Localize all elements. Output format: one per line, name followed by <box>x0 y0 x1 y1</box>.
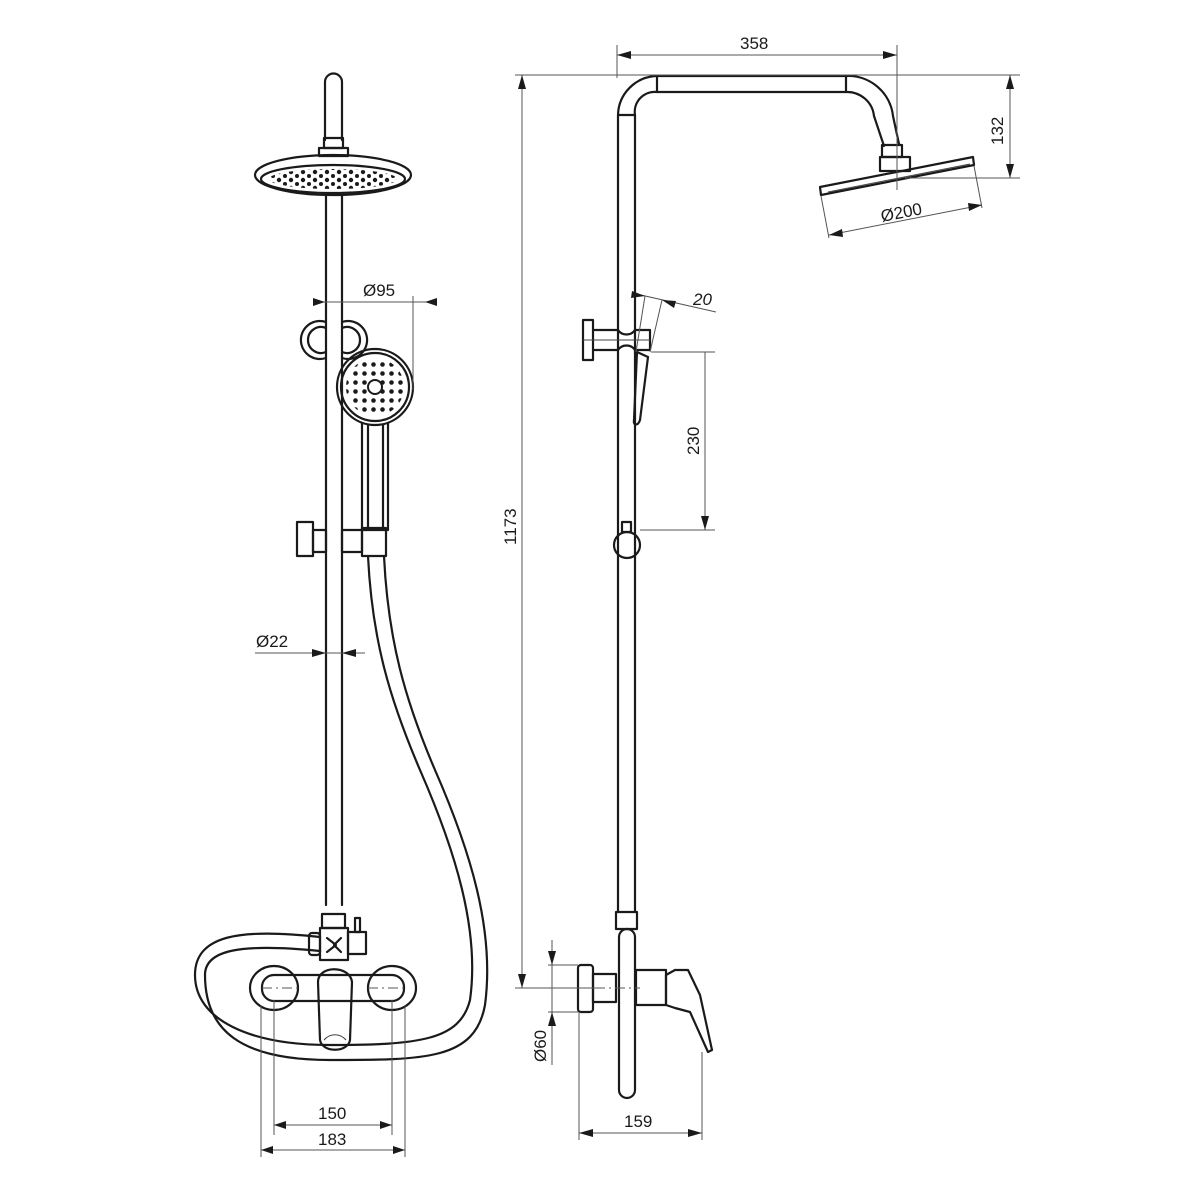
dim-wall-projection: 159 <box>578 1012 703 1140</box>
rail-top-cap <box>317 72 350 158</box>
slider-knob-side <box>612 520 642 560</box>
mixer-front <box>248 964 418 1051</box>
label-total-height: 1173 <box>501 508 520 545</box>
dim-head-drop: 132 <box>520 74 1020 179</box>
label-holder-angle: 20 <box>692 290 712 309</box>
label-hand-shower-diameter: Ø95 <box>363 281 395 300</box>
label-rail-diameter: Ø22 <box>256 632 288 651</box>
label-wall-projection: 159 <box>624 1112 652 1131</box>
holder-side <box>581 318 652 426</box>
label-head-drop: 132 <box>988 117 1007 145</box>
overhead-shower-head-front <box>253 153 413 197</box>
upper-holder-ring <box>299 319 369 361</box>
dim-head-diameter: Ø200 <box>820 165 983 239</box>
label-inner-spacing: 150 <box>318 1104 346 1123</box>
dim-mixer-spacing: 150 183 <box>260 1000 406 1157</box>
diverter-front <box>307 912 368 962</box>
shower-arm-side <box>616 74 912 914</box>
dim-total-height: 1173 <box>501 74 600 989</box>
dim-hand-shower-diameter: Ø95 <box>313 281 437 390</box>
dim-slide-range: 230 <box>640 351 715 531</box>
front-view: Ø95 Ø22 150 183 <box>193 72 489 1157</box>
label-rosette-diameter: Ø60 <box>531 1030 550 1062</box>
side-view: 358 132 Ø200 20 <box>501 34 1020 1140</box>
dim-rail-diameter: Ø22 <box>255 632 365 657</box>
label-head-diameter: Ø200 <box>879 199 923 226</box>
hand-shower-front <box>335 347 415 532</box>
mixer-side <box>576 910 714 1100</box>
label-arm-projection: 358 <box>740 34 768 53</box>
label-outer-spacing: 183 <box>318 1130 346 1149</box>
overhead-shower-head-side <box>818 155 976 197</box>
slide-holder-front <box>295 520 388 558</box>
shower-hose <box>193 554 489 1062</box>
dim-rosette-diameter: Ø60 <box>531 940 640 1065</box>
dim-holder-angle: 20 <box>631 290 717 353</box>
dim-arm-projection: 358 <box>616 34 898 190</box>
label-slide-range: 230 <box>684 427 703 455</box>
